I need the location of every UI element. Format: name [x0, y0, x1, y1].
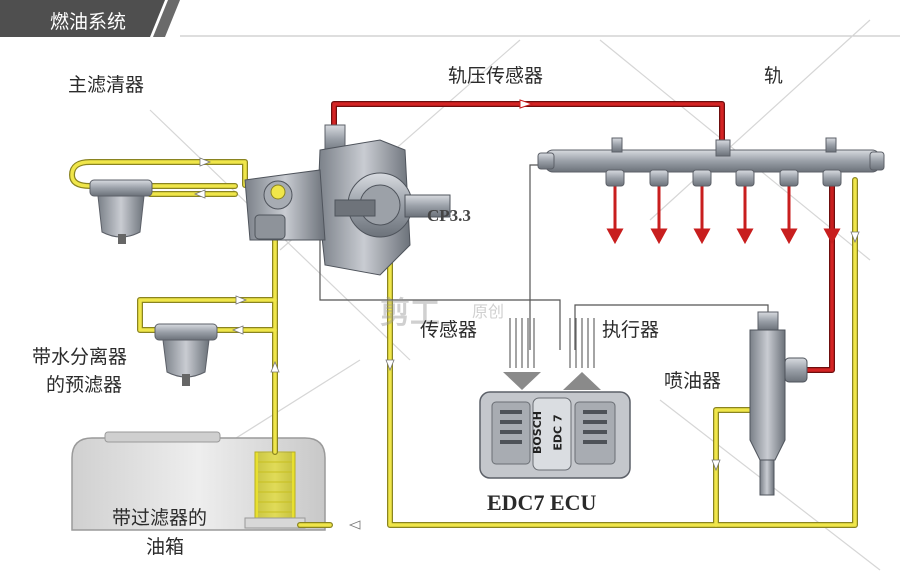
sensor-label: 传感器	[420, 319, 478, 341]
ecu-label: EDC7 ECU	[487, 490, 597, 515]
main-filter	[89, 179, 153, 244]
signal-down-arrow-icon	[503, 372, 541, 390]
watermark-main: 剪工	[380, 296, 440, 331]
pre-filter-label-2: 的预滤器	[46, 374, 123, 396]
signal-up-arrow-icon	[563, 372, 601, 390]
injector-arrows	[606, 185, 841, 245]
tank-label-1: 带过滤器的	[112, 507, 208, 529]
actuator-label: 执行器	[602, 319, 660, 341]
rail-pressure-sensor-label: 轨压传感器	[448, 65, 544, 87]
high-pressure-pump	[244, 124, 451, 276]
header-tab-shape	[0, 0, 180, 37]
injector	[749, 311, 808, 496]
ecu-brand: BOSCH	[530, 411, 544, 454]
section-title: 燃油系统	[50, 11, 127, 33]
tank-label-2: 油箱	[146, 536, 185, 558]
pre-filter	[154, 323, 218, 386]
watermark-sub: 原创	[472, 302, 505, 321]
section-header: 燃油系统	[0, 0, 180, 37]
ecu-model: EDC 7	[551, 414, 565, 451]
pump-model-label: CP3.3	[427, 206, 471, 225]
injector-label: 喷油器	[664, 370, 722, 392]
pre-filter-label-1: 带水分离器	[32, 346, 128, 368]
fuel-tank	[71, 431, 326, 531]
common-rail	[537, 137, 885, 187]
flow-arrow-icon	[193, 157, 860, 530]
flow-arrow-icon	[519, 99, 534, 109]
rail-label: 轨	[764, 65, 784, 87]
main-filter-label: 主滤清器	[68, 74, 145, 96]
ecu-unit	[479, 391, 631, 479]
